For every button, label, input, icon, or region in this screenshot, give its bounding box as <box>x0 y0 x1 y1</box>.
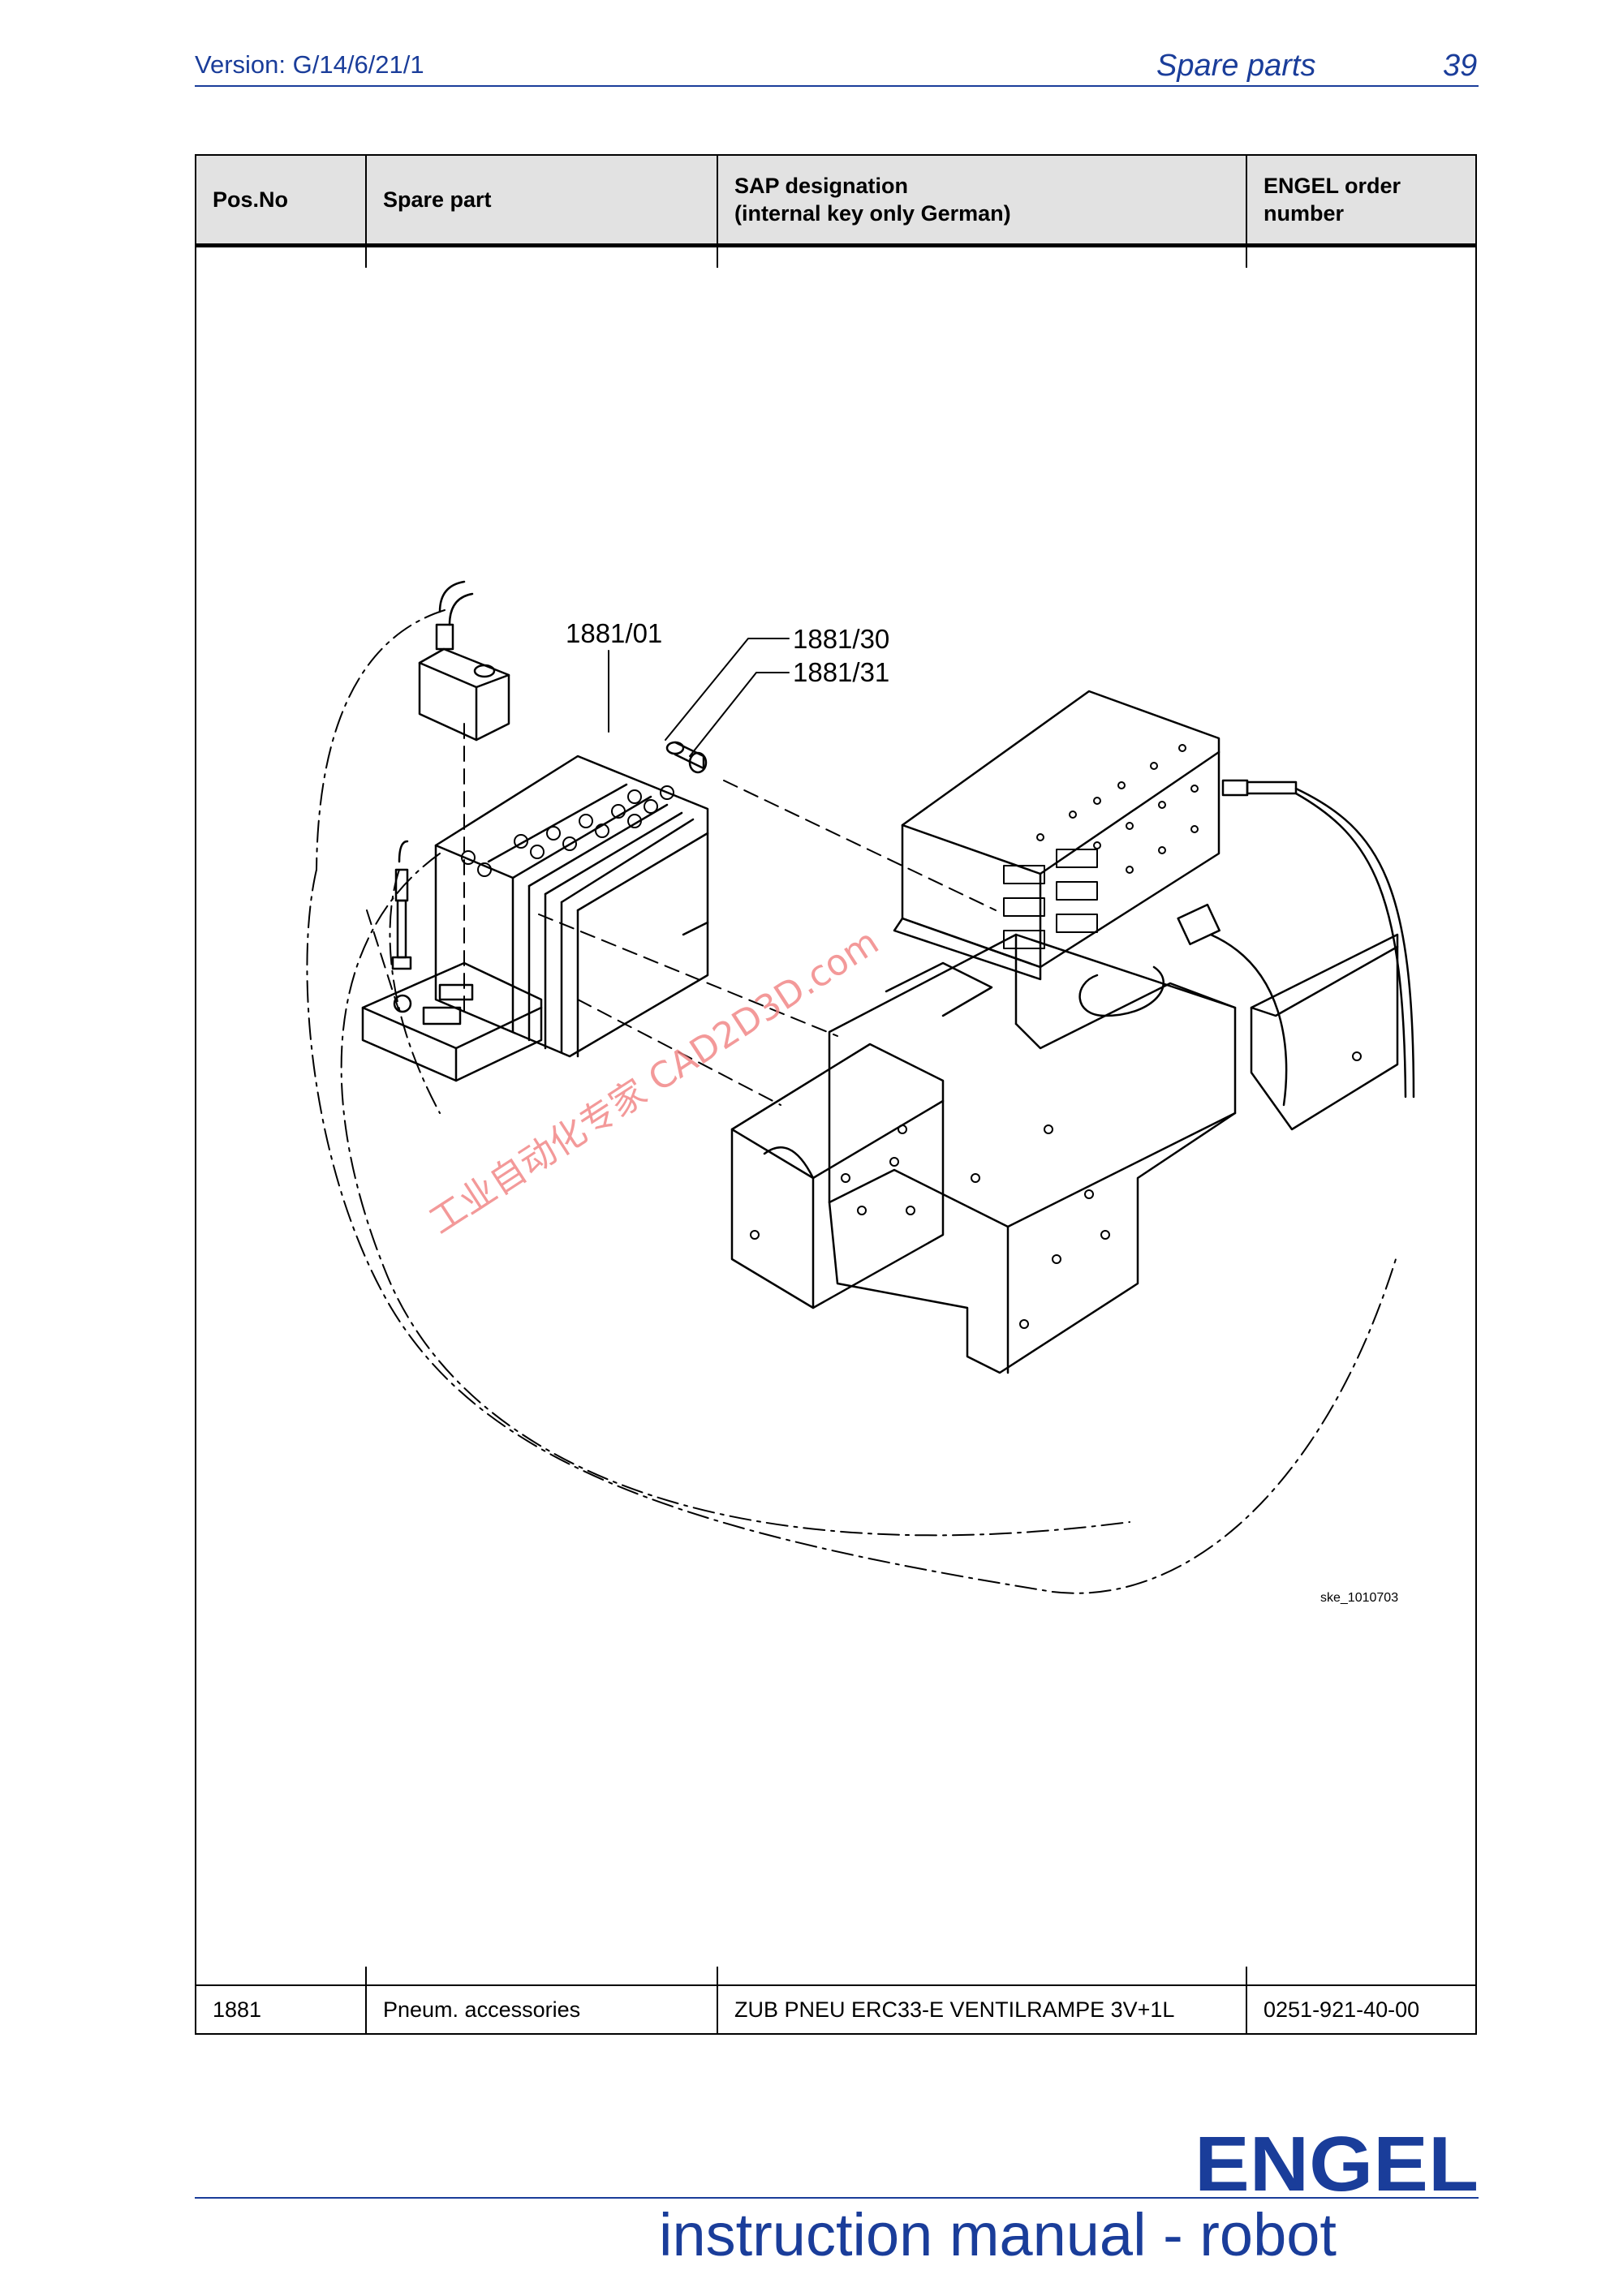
table-row: 1881 Pneum. accessories ZUB PNEU ERC33-E… <box>196 1984 1475 2033</box>
column-header-order-number: ENGEL order number <box>1264 174 1401 226</box>
column-divider <box>365 156 367 268</box>
column-header-spare-part: Spare part <box>383 187 492 212</box>
silencer-parts <box>665 741 708 774</box>
bracket-holes <box>906 1051 1362 1329</box>
assembly-guide-lines <box>366 723 997 1106</box>
document-version: Version: G/14/6/21/1 <box>195 50 424 79</box>
column-header-pos-no: Pos.No <box>213 187 289 212</box>
section-title: Spare parts <box>1156 49 1316 83</box>
routing-curves <box>306 609 1397 1594</box>
cell-spare-part: Pneum. accessories <box>383 1997 581 2022</box>
box-holes <box>1036 744 1199 874</box>
cell-sap-designation: ZUB PNEU ERC33-E VENTILRAMPE 3V+1L <box>734 1997 1175 2022</box>
cell-order-number: 0251-921-40-00 <box>1264 1997 1420 2022</box>
plug-connector <box>1177 903 1288 1107</box>
valve-ports <box>461 785 674 877</box>
engel-logo: ENGEL <box>1195 2132 1479 2197</box>
table-header: Pos.No Spare part SAP designation (inter… <box>196 156 1475 247</box>
column-divider <box>365 1967 367 2035</box>
manual-title: instruction manual - robot <box>659 2201 1337 2268</box>
manifold-base-plate <box>361 961 543 1082</box>
cable-connector-left <box>391 840 412 970</box>
header-rule <box>195 85 1479 87</box>
junction-box <box>893 690 1220 981</box>
column-divider <box>717 156 718 268</box>
column-header-sap-designation: SAP designation (internal key only Germa… <box>734 174 1011 226</box>
angled-bracket-holes <box>750 1124 907 1240</box>
column-divider <box>1246 156 1247 268</box>
cell-pos-no: 1881 <box>213 1997 262 2022</box>
drawing-reference: ske_1010703 <box>1320 1591 1398 1605</box>
valve-manifold <box>434 755 709 1058</box>
watermark: 工业自动化专家 CAD2D3D.com <box>422 921 886 1242</box>
column-divider <box>717 1967 718 2035</box>
spare-parts-table: Pos.No Spare part SAP designation (inter… <box>195 154 1477 2035</box>
angled-bracket <box>730 961 993 1309</box>
mounting-bracket <box>828 933 1399 1374</box>
svg-text:ENGEL: ENGEL <box>1195 2132 1479 2197</box>
callout-label: 1881/01 <box>566 618 662 648</box>
footer-rule <box>195 2197 1479 2199</box>
exploded-assembly-drawing: 1881/01 1881/30 1881/31 工业自动化专家 CAD2D3D.… <box>306 580 1415 1605</box>
callout-label: 1881/30 <box>793 624 889 654</box>
callout-label: 1881/31 <box>793 657 889 687</box>
cable-connector-right <box>1221 779 1415 1099</box>
callout-leaders <box>608 638 790 757</box>
sensor-block <box>418 580 510 742</box>
column-divider <box>1246 1967 1247 2035</box>
connector-sockets <box>1003 849 1098 949</box>
page-number: 39 <box>1443 49 1478 83</box>
